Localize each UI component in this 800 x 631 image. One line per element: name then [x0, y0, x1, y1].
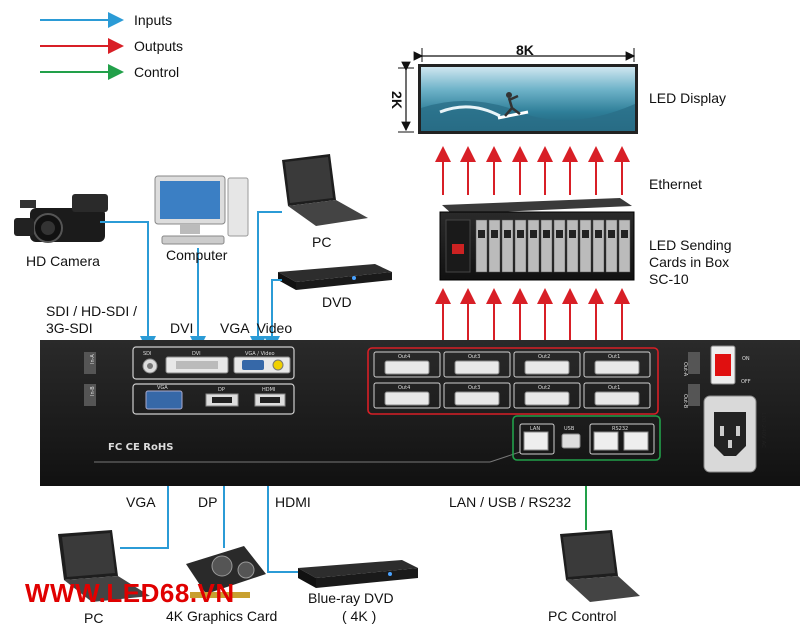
- output-ports-frame: [367, 347, 659, 415]
- sending-box-label-2: Cards in Box: [649, 254, 730, 270]
- port-label-vga: VGA: [157, 385, 168, 391]
- computer: [154, 175, 249, 245]
- out-b-label: Out-B: [682, 394, 688, 409]
- ethernet-arrows: [435, 146, 630, 195]
- out-label-b-1: Out1: [608, 385, 620, 391]
- out-a-label: Out-A: [682, 362, 688, 377]
- row-label-in-b: In-B: [90, 386, 96, 396]
- sending-card-box: [439, 198, 635, 281]
- out-label-a-1: Out1: [608, 354, 620, 360]
- dvd-label: DVD: [322, 294, 352, 310]
- watermark-logo: WWW.LED68.VN: [25, 578, 235, 608]
- out-label-b-2: Out2: [538, 385, 550, 391]
- vga-video-label: VGA Video: [220, 320, 293, 336]
- port-label-usb: USB: [564, 426, 575, 432]
- port-label-rs232: RS232: [612, 426, 628, 432]
- hd-camera-label: HD Camera: [26, 253, 100, 269]
- port-label-vga-video: VGA / Video: [245, 351, 275, 357]
- video-processor: [40, 340, 800, 486]
- led-display-label: LED Display: [649, 90, 727, 106]
- certification-marks: FC CE RoHS: [108, 442, 173, 453]
- bluray-label-2: ( 4K ): [342, 608, 377, 624]
- rs232-port-1: [593, 431, 619, 451]
- dvd-player: [278, 264, 392, 290]
- surfer: [506, 92, 512, 98]
- graphics-card: [186, 546, 266, 598]
- hd-camera: [14, 194, 108, 243]
- port-label-lan: LAN: [530, 426, 540, 432]
- box-power-switch: [452, 244, 464, 254]
- input-row-b-frame: [132, 383, 295, 415]
- display-height-label: 2K: [388, 91, 405, 109]
- legend: [40, 12, 124, 80]
- dp-label: DP: [198, 494, 218, 510]
- port-label-hdmi: HDMI: [262, 387, 275, 393]
- out-label-a-3: Out3: [468, 354, 480, 360]
- bluray-label-1: Blue-ray DVD: [308, 590, 394, 606]
- vga-port: [145, 390, 183, 410]
- lan-port: [523, 431, 549, 451]
- pc-top-label: PC: [312, 234, 332, 250]
- dvi-label: DVI: [170, 320, 194, 336]
- legend-outputs-label: Outputs: [134, 38, 184, 54]
- legend-inputs-label: Inputs: [134, 12, 173, 28]
- pc-bottom-laptop: [58, 530, 150, 602]
- legend-control-label: Control: [134, 64, 180, 80]
- rs232-port-2: [623, 431, 649, 451]
- input-row-a-frame: [132, 346, 295, 380]
- pc-bottom-label: PC: [84, 610, 104, 626]
- out-label-a-2: Out2: [538, 354, 550, 360]
- out-label-b-4: Out4: [398, 385, 410, 391]
- port-label-dp: DP: [218, 387, 225, 393]
- led-display: [398, 48, 638, 134]
- output-arrows: [435, 288, 630, 348]
- pc-top-laptop: [282, 154, 368, 226]
- graphics-card-label: 4K Graphics Card: [166, 608, 278, 624]
- out-label-a-4: Out4: [398, 354, 410, 360]
- port-label-sdi: SDI: [143, 351, 152, 357]
- pc-control-laptop: [560, 530, 640, 602]
- computer-label: Computer: [166, 247, 228, 263]
- sdi-label-2: 3G-SDI: [46, 320, 93, 336]
- usb-port: [561, 433, 581, 449]
- bluray-player: [298, 560, 418, 588]
- display-width-label: 8K: [516, 42, 534, 58]
- sending-box-label-1: LED Sending: [649, 237, 732, 253]
- sending-box-label-3: SC-10: [649, 271, 689, 287]
- vga-label: VGA: [126, 494, 156, 510]
- lan-usb-rs232-label: LAN / USB / RS232: [449, 494, 572, 510]
- ethernet-label: Ethernet: [649, 176, 702, 192]
- power-off-label: OFF: [741, 379, 751, 385]
- out-label-b-3: Out3: [468, 385, 480, 391]
- sdi-label-1: SDI / HD-SDI /: [46, 303, 138, 319]
- row-label-in-a: In-A: [90, 354, 96, 364]
- power-on-label: ON: [742, 356, 750, 362]
- port-label-dvi: DVI: [192, 351, 201, 357]
- control-ports-frame: [512, 415, 661, 461]
- power-spec-label: 100-240V AC: [760, 412, 766, 448]
- hdmi-label: HDMI: [275, 494, 311, 510]
- pc-control-label: PC Control: [548, 608, 617, 624]
